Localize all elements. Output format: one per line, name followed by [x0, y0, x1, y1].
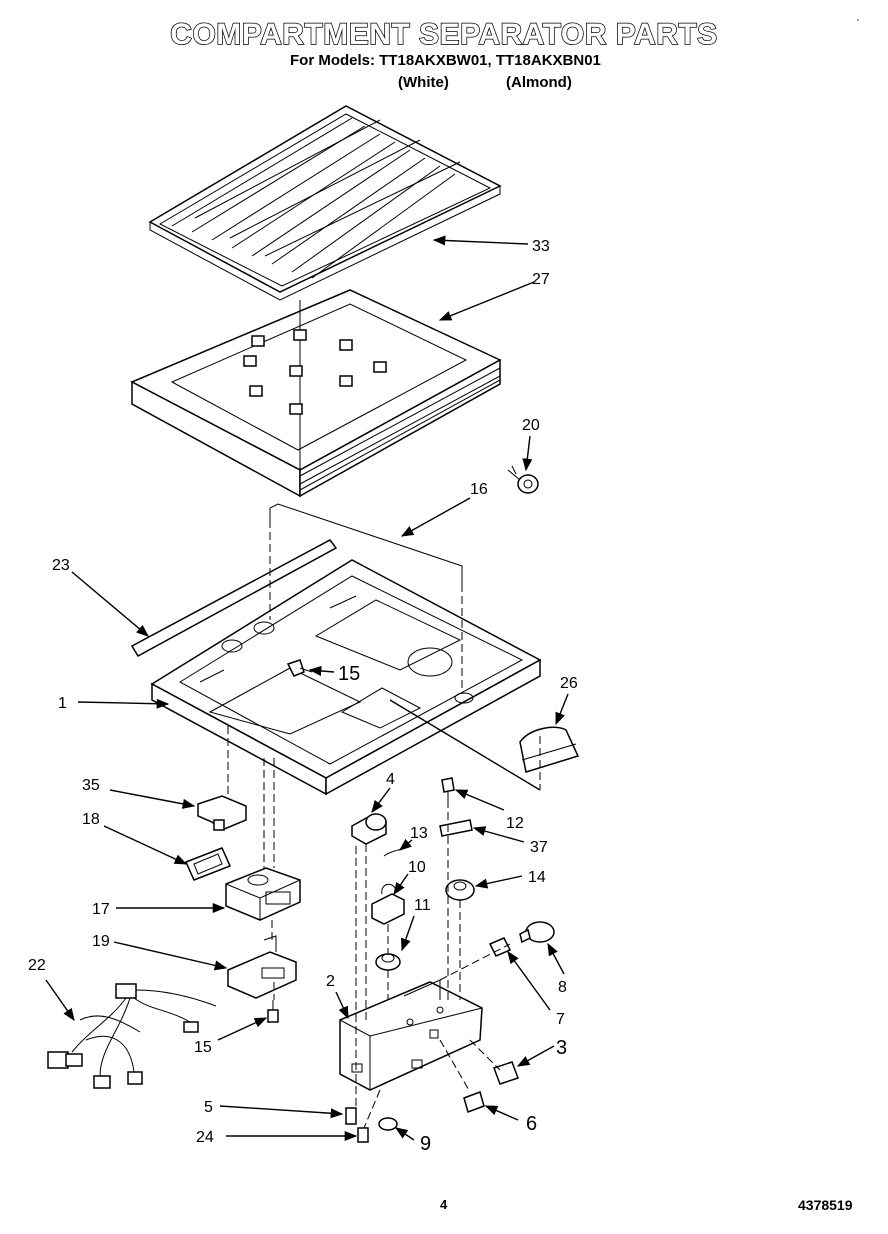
variant-almond-label: (Almond): [506, 74, 572, 91]
variant-white-label: (White): [398, 74, 449, 91]
callout-26: 26: [560, 675, 578, 692]
part-22-wire-harness: [47, 983, 217, 1089]
part-15-lower-screw: [267, 1000, 279, 1023]
callout-17: 17: [92, 901, 110, 918]
callout-11: 11: [414, 897, 431, 914]
callout-5: 5: [204, 1099, 213, 1116]
assembly-lines: [227, 520, 541, 1129]
callout-2: 2: [326, 973, 335, 990]
callout-15-lower: 15: [194, 1039, 212, 1056]
callout-4: 4: [386, 771, 395, 788]
part-18-bezel: [184, 847, 232, 881]
callout-33: 33: [532, 238, 550, 255]
corner-mark: ·: [856, 12, 860, 26]
callout-35: 35: [82, 777, 100, 794]
part-10-switch: [371, 883, 405, 925]
callout-23: 23: [52, 557, 70, 574]
callout-18: 18: [82, 811, 100, 828]
part-13-spring: [383, 845, 411, 857]
callout-14: 14: [528, 869, 546, 886]
callout-9: 9: [420, 1133, 431, 1155]
callout-1: 1: [58, 695, 67, 712]
part-11-knob: [375, 953, 401, 971]
callout-20: 20: [522, 417, 540, 434]
callout-10: 10: [408, 859, 426, 876]
part-14-knob: [445, 879, 475, 901]
part-33-grille: [148, 105, 502, 301]
part-20-fastener: [507, 465, 539, 494]
page-number: 4: [440, 1197, 448, 1212]
part-16-rod: [269, 503, 463, 584]
part-35-bracket: [197, 795, 247, 831]
callout-labels: 33 27 20 16 23 15 1 26 35 4 12 18 13 37 …: [28, 238, 578, 1155]
callout-7: 7: [556, 1011, 565, 1028]
callout-19: 19: [92, 933, 110, 950]
callout-leaders: [45, 235, 569, 1142]
part-7-bracket: [488, 937, 512, 957]
part-12-screw: [441, 777, 455, 800]
part-17-control-housing: [225, 867, 301, 921]
part-27-frame: [130, 289, 502, 498]
part-2-control-box: [339, 979, 483, 1091]
callout-27: 27: [532, 271, 550, 288]
part-1-separator-plate: [150, 559, 542, 796]
part-6-connector: [463, 1091, 485, 1113]
document-number: 4378519: [798, 1197, 853, 1213]
callout-24: 24: [196, 1129, 214, 1146]
callout-22: 22: [28, 957, 46, 974]
part-19-control-bracket: [227, 935, 297, 999]
part-37-clip: [439, 819, 473, 837]
callout-16: 16: [470, 481, 488, 498]
part-3-connector: [493, 1061, 519, 1085]
part-24-screw: [357, 1127, 369, 1143]
part-8-light-bulb: [519, 921, 555, 944]
callout-13: 13: [410, 825, 428, 842]
part-9-nut: [378, 1117, 398, 1131]
part-5-screw: [345, 1107, 357, 1125]
callout-37: 37: [530, 839, 548, 856]
part-4-lamp-socket: [351, 813, 387, 845]
part-26-cover: [519, 726, 580, 773]
callout-8: 8: [558, 979, 567, 996]
callout-12: 12: [506, 815, 524, 832]
callout-15-upper: 15: [338, 663, 360, 685]
callout-3: 3: [556, 1037, 567, 1059]
page-title: COMPARTMENT SEPARATOR PARTS: [170, 17, 718, 52]
callout-6: 6: [526, 1113, 537, 1135]
models-line: For Models: TT18AKXBW01, TT18AKXBN01: [290, 52, 601, 69]
part-23-strip: [130, 539, 338, 658]
